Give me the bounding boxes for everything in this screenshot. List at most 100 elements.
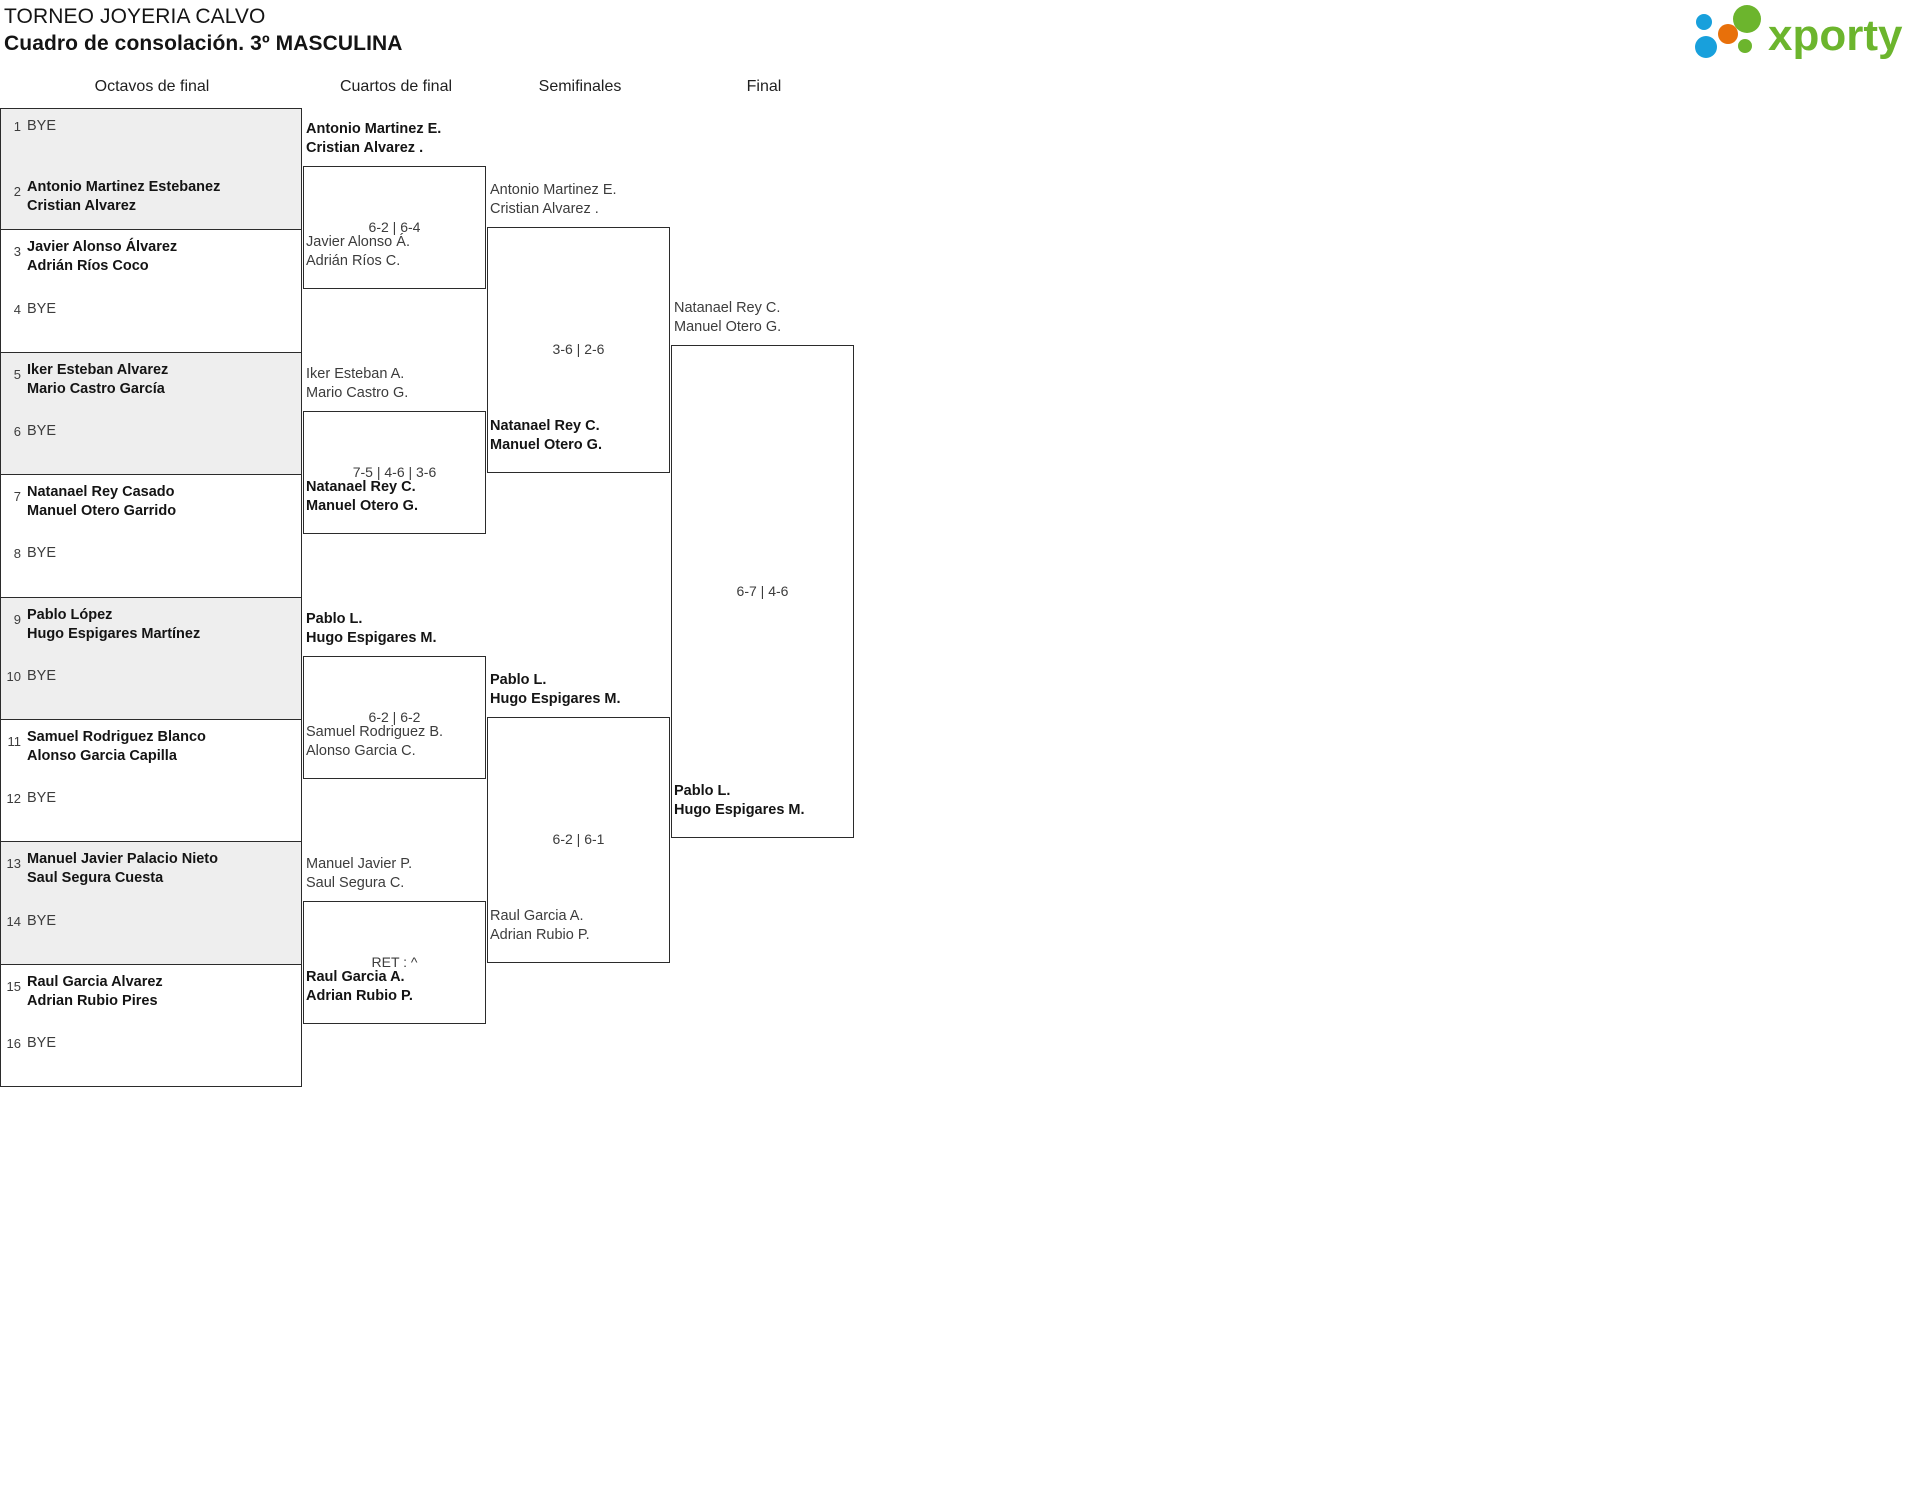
seed-slot-14[interactable]: 14 BYE <box>1 912 301 931</box>
seed-player-names: BYE <box>27 912 56 931</box>
round-header-semis: Semifinales <box>538 78 622 95</box>
seed-slot-4[interactable]: 4 BYE <box>1 300 301 319</box>
logo-wordmark: xporty <box>1768 11 1903 60</box>
player-line-1: Manuel Javier P. <box>306 856 413 872</box>
semifinal-2-top-player[interactable]: Pablo L. Hugo Espigares M. <box>490 671 621 709</box>
xporty-logo-mark: xporty <box>1695 5 1903 60</box>
seed-number: 9 <box>13 611 21 627</box>
semifinal-1-score: 3-6 | 2-6 <box>552 341 605 357</box>
quarterfinal-4-box: RET : ^ <box>303 901 486 1024</box>
quarterfinal-1-top-player[interactable]: Antonio Martinez E.Cristian Alvarez . <box>306 120 441 158</box>
round-header-final: Final <box>746 78 782 95</box>
seed-player-1: Natanael Rey Casado <box>27 484 175 501</box>
player-line-1: Samuel Rodriguez B. <box>306 724 444 740</box>
seed-number: 4 <box>13 301 21 317</box>
semifinal-2-bottom-player[interactable]: Raul Garcia A.Adrian Rubio P. <box>490 907 590 945</box>
seed-player-1: Samuel Rodriguez Blanco <box>27 729 206 745</box>
quarterfinal-2-score: 7-5 | 4-6 | 3-6 <box>352 463 437 480</box>
player-line-2: Cristian Alvarez . <box>306 140 424 156</box>
quarterfinal-2-box: 7-5 | 4-6 | 3-6 <box>303 411 486 534</box>
seed-player-names: BYE <box>27 300 56 319</box>
seed-slot-12[interactable]: 12 BYE <box>1 789 301 808</box>
quarterfinal-3-bottom-player[interactable]: Samuel Rodriguez B. Alonso Garcia C. <box>306 723 443 761</box>
semifinal-1-bottom-player[interactable]: Natanael Rey C.Manuel Otero G. <box>490 417 602 455</box>
player-line-2: Saul Segura C. <box>306 875 405 891</box>
player-line-2: Mario Castro G. <box>306 385 409 401</box>
seed-bye-label: BYE <box>27 300 57 317</box>
player-line-1: Pablo L. <box>306 611 363 627</box>
xporty-logo: xporty <box>1690 5 1910 61</box>
player-line-2: Alonso Garcia C. <box>306 743 416 759</box>
player-line-2: Hugo Espigares M. <box>306 630 437 646</box>
player-line-1: Raul Garcia A. <box>490 908 584 924</box>
seed-bye-label: BYE <box>27 422 57 439</box>
seed-player-names: BYE <box>27 1034 56 1053</box>
seed-slot-10[interactable]: 10 BYE <box>1 667 301 686</box>
seed-number: 10 <box>6 668 21 684</box>
player-line-1: Pablo L. <box>490 672 547 688</box>
player-line-2: Hugo Espigares M. <box>490 691 621 707</box>
player-line-2: Hugo Espigares M. <box>674 802 805 818</box>
seed-number: 14 <box>6 913 21 929</box>
player-line-2: Adrian Rubio P. <box>306 988 413 1004</box>
player-line-1: Raul Garcia A. <box>306 969 405 985</box>
seed-slot-16[interactable]: 16 BYE <box>1 1034 301 1053</box>
semifinal-2-score: 6-2 | 6-1 <box>552 831 605 847</box>
seed-bye-label: BYE <box>27 667 57 684</box>
seed-player-1: Manuel Javier Palacio Nieto <box>27 851 218 868</box>
final-1-top-player[interactable]: Natanael Rey C.Manuel Otero G. <box>674 299 781 337</box>
final-1-bottom-player[interactable]: Pablo L.Hugo Espigares M. <box>674 782 805 820</box>
semifinal-1-top-player[interactable]: Antonio Martinez E.Cristian Alvarez . <box>490 181 617 219</box>
seed-number: 16 <box>6 1035 21 1051</box>
seed-player-1: Antonio Martinez Estebanez <box>27 179 221 196</box>
seed-player-1: Javier Alonso Álvarez <box>27 239 178 256</box>
logo-dot-blue-large <box>1695 36 1717 58</box>
seed-player-2: Saul Segura Cuesta <box>27 870 164 887</box>
player-line-1: Natanael Rey C. <box>674 300 781 316</box>
seed-number: 2 <box>13 184 21 200</box>
final-1-box: 6-7 | 4-6 <box>671 345 854 838</box>
seed-slot-6[interactable]: 6 BYE <box>1 422 301 441</box>
quarterfinal-2-bottom-player[interactable]: Natanael Rey C.Manuel Otero G. <box>306 478 418 516</box>
player-line-1: Iker Esteban A. <box>306 366 405 382</box>
seed-bye-label: BYE <box>27 545 57 562</box>
player-line-2: Adrián Ríos C. <box>306 253 401 269</box>
quarterfinal-4-top-player[interactable]: Manuel Javier P. Saul Segura C. <box>306 855 412 893</box>
player-line-2: Cristian Alvarez . <box>490 201 599 217</box>
seed-player-names: BYE <box>27 667 56 686</box>
seed-number: 12 <box>6 791 21 807</box>
quarterfinal-2-top-player[interactable]: Iker Esteban A. Mario Castro G. <box>306 365 408 403</box>
seed-player-names: BYE <box>27 789 56 808</box>
seed-number: 6 <box>13 423 21 439</box>
seed-player-2: Hugo Espigares Martínez <box>27 625 201 642</box>
round-header-octavos: Octavos de final <box>94 78 210 95</box>
seed-player-2: Mario Castro García <box>27 380 165 397</box>
quarterfinal-1-bottom-player[interactable]: Javier Alonso Á.Adrián Ríos C. <box>306 233 410 271</box>
quarterfinal-4-bottom-player[interactable]: Raul Garcia A. Adrian Rubio P. <box>306 968 413 1006</box>
quarterfinal-3-top-player[interactable]: Pablo L. Hugo Espigares M. <box>306 610 437 648</box>
semifinal-2-box: 6-2 | 6-1 <box>487 717 670 963</box>
quarterfinal-4-score: RET : ^ <box>371 953 418 970</box>
quarterfinal-1-box: 6-2 | 6-4 <box>303 166 486 289</box>
